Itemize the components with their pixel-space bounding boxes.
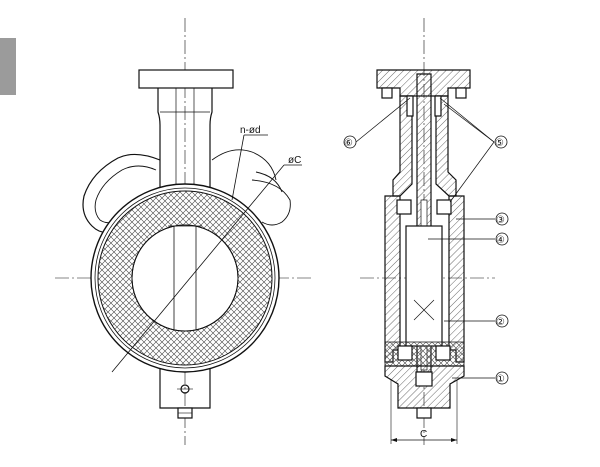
callout-6 xyxy=(343,135,357,149)
side-tab xyxy=(0,38,16,95)
front-view xyxy=(55,18,312,445)
neck xyxy=(157,88,213,190)
section-body-left xyxy=(384,195,401,363)
callout-2 xyxy=(495,314,509,328)
bore-leader xyxy=(111,164,285,373)
section-view xyxy=(343,18,509,445)
callout-1 xyxy=(495,371,509,385)
leader-6 xyxy=(355,97,411,143)
section-body-right xyxy=(448,195,465,363)
section-neck-right xyxy=(435,95,457,197)
left-lug xyxy=(82,153,161,233)
leader-5c xyxy=(449,141,495,203)
section-liner-bottom xyxy=(384,341,465,367)
callout-4-text: ④ xyxy=(496,235,505,246)
leader-5a xyxy=(439,97,495,143)
callout-3-text: ③ xyxy=(496,215,505,226)
body-inner xyxy=(94,187,276,369)
bolt-holes-label: n-ød xyxy=(240,125,261,136)
disc xyxy=(405,225,443,347)
callout-5 xyxy=(494,135,508,149)
holes-leader xyxy=(231,134,245,201)
right-lug xyxy=(211,149,277,181)
bore xyxy=(131,224,239,332)
bore-diameter-label: øC xyxy=(288,155,301,166)
section-body-bottom xyxy=(384,365,465,409)
top-flange xyxy=(138,69,234,89)
callout-6-text: ⑥ xyxy=(344,138,353,149)
leader-5b xyxy=(443,103,495,143)
callout-2-text: ② xyxy=(496,317,505,328)
section-bottom-plug xyxy=(416,407,432,419)
callout-5-text: ⑤ xyxy=(495,138,504,149)
dimension-c-label: C xyxy=(420,429,427,440)
callout-1-text: ① xyxy=(496,374,505,385)
callout-4 xyxy=(495,232,509,246)
callout-3 xyxy=(495,212,509,226)
